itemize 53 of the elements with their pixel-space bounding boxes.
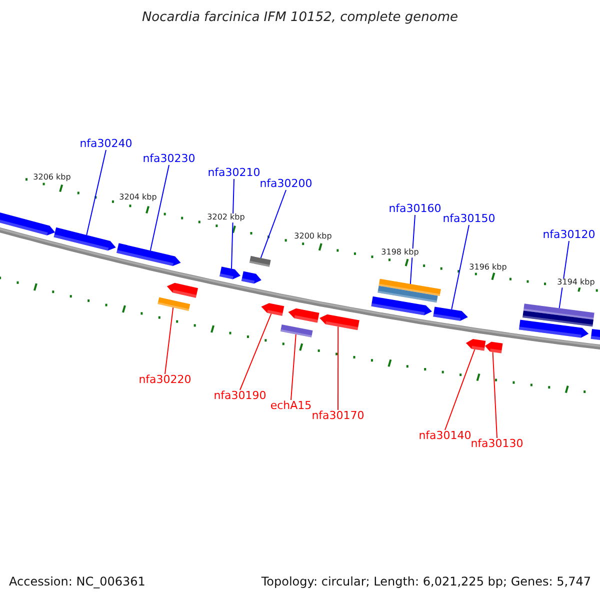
scale-label: 3194 kbp xyxy=(557,278,595,288)
gene-bar xyxy=(522,310,594,327)
leader-line xyxy=(338,326,339,410)
gene-label: nfa30140 xyxy=(418,430,472,442)
gene-feature xyxy=(320,314,360,330)
gene-label: nfa30230 xyxy=(142,152,196,166)
gene-label: nfa30160 xyxy=(388,202,442,216)
leader-line xyxy=(444,348,476,430)
leader-line xyxy=(240,313,272,390)
gene-label: nfa30240 xyxy=(80,138,132,150)
gene-label: nfa30200 xyxy=(260,178,312,190)
gene-label: nfa30220 xyxy=(138,374,192,386)
gene-bar xyxy=(280,324,313,338)
scale-label: 3198 kbp xyxy=(381,248,419,258)
scale-label: 3204 kbp xyxy=(119,194,157,202)
gene-feature xyxy=(54,227,116,251)
gene-feature xyxy=(261,303,284,316)
scale-label: 3200 kbp xyxy=(294,232,332,242)
leader-line xyxy=(492,352,498,438)
leader-line xyxy=(86,150,106,236)
gene-feature xyxy=(590,328,600,342)
gene-label: nfa30120 xyxy=(542,228,596,242)
gene-feature xyxy=(241,271,262,284)
gene-feature xyxy=(433,306,468,321)
title: Nocardia farcinica IFM 10152, complete genome xyxy=(142,10,458,26)
gene-feature xyxy=(219,266,240,280)
gene-label: nfa30210 xyxy=(208,166,260,180)
leader-line xyxy=(260,190,286,258)
gene-label: nfa30190 xyxy=(214,390,266,402)
scale-label: 3206 kbp xyxy=(33,174,71,182)
gene-feature xyxy=(166,282,198,298)
gene-feature xyxy=(485,342,503,354)
gene-feature xyxy=(466,338,486,351)
accession-text: Accession: NC_006361 xyxy=(9,575,146,589)
leader-line xyxy=(410,214,416,284)
leader-line xyxy=(451,224,470,310)
gene-feature xyxy=(116,243,181,266)
gene-label: nfa30130 xyxy=(470,438,524,450)
gene-label: nfa30150 xyxy=(442,212,496,226)
gene-feature xyxy=(371,296,432,316)
gene-label: nfa30170 xyxy=(312,410,364,422)
genome-info-text: Topology: circular; Length: 6,021,225 bp; Genes: 5,747 xyxy=(261,575,591,589)
gene-bar xyxy=(158,297,190,311)
gene-bar xyxy=(378,286,438,303)
scale-label: 3202 kbp xyxy=(207,214,245,222)
gene-bar xyxy=(249,256,271,267)
leader-line xyxy=(150,164,170,251)
leader-line xyxy=(290,334,296,400)
scale-label: 3196 kbp xyxy=(469,264,507,272)
leader-line xyxy=(231,178,234,270)
gene-feature xyxy=(288,308,320,323)
gene-feature xyxy=(0,210,56,236)
gene-label: echA15 xyxy=(270,400,312,412)
